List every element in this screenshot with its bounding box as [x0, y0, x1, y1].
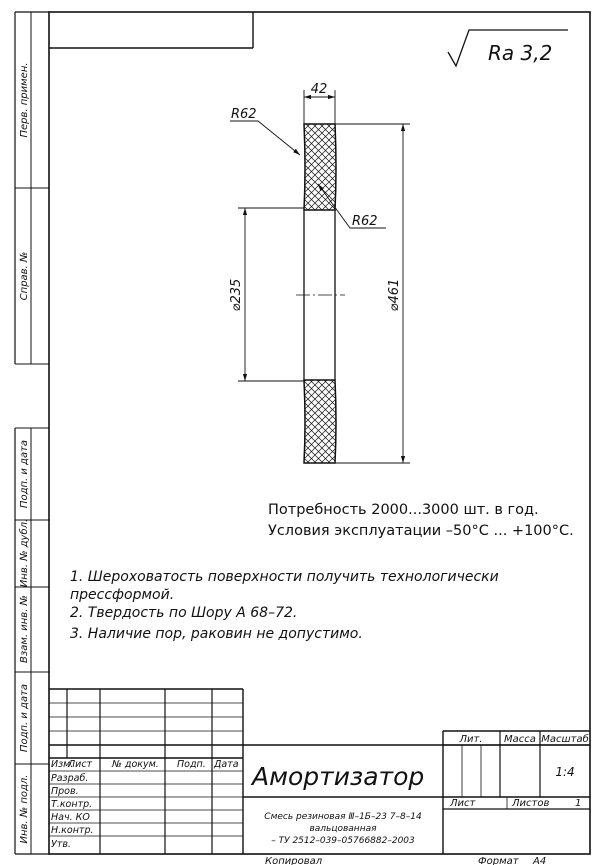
dim-inner-diameter: ⌀235 [229, 279, 244, 312]
footer-kopiroval: Копировал [265, 856, 323, 865]
footer-format-value: А4 [532, 856, 546, 865]
note-line-3: 2. Твердость по Шору А 68–72. [70, 605, 297, 621]
requirement-line-1: Потребность 2000...3000 шт. в год. [268, 502, 539, 518]
label-listov: Листов [511, 798, 549, 809]
roughness-symbol: Ra 3,2 [447, 29, 568, 68]
side-label-perv-primen: Перв. примен. [19, 62, 30, 137]
listov-value: 1 [575, 798, 581, 809]
scale-value: 1:4 [555, 765, 574, 779]
label-lit: Лит. [458, 734, 482, 745]
material-line-1: Смесь резиновая Ⅲ–1Б–23 7–8–14 [264, 812, 422, 822]
side-stamp: Перв. примен. Справ. № Подп. и дата Инв.… [18, 62, 30, 843]
requirement-line-2: Условия эксплуатации –50°С ... +100°С. [268, 523, 574, 539]
dim-outer-diameter: ⌀461 [387, 279, 402, 312]
material-line-2: вальцованная [309, 824, 377, 834]
col-data: Дата [213, 759, 239, 770]
dimension-labels: 42 R62 R62 ⌀235 ⌀461 [229, 82, 402, 311]
col-list: Лист [67, 759, 93, 770]
upper-section-hatch [303, 123, 337, 211]
footer-format-label: Формат [478, 856, 520, 865]
col-podp: Подп. [177, 759, 206, 770]
col-dokum: № докум. [111, 759, 159, 770]
row-razrab: Разраб. [51, 773, 88, 784]
side-label-podp-data-1: Подп. и дата [19, 440, 30, 508]
title-block-text: Изм. Лист № докум. Подп. Дата Разраб. Пр… [51, 733, 589, 850]
row-tkontr: Т.контр. [51, 799, 92, 810]
requirements: Потребность 2000...3000 шт. в год. Услов… [268, 502, 574, 539]
dim-width-42: 42 [311, 82, 328, 97]
note-line-1: 1. Шероховатость поверхности получить те… [70, 569, 499, 585]
side-label-inv-podl: Инв. № подл. [19, 775, 30, 844]
footer: Копировал Формат А4 [265, 856, 546, 865]
label-list: Лист [449, 798, 477, 809]
note-line-4: 3. Наличие пор, раковин не допустимо. [70, 626, 363, 642]
side-label-podp-data-2: Подп. и дата [19, 684, 30, 752]
title-block [49, 688, 590, 854]
row-prov: Пров. [51, 786, 79, 797]
row-nkontr: Н.контр. [51, 825, 94, 836]
sheet-frame [14, 11, 591, 855]
side-label-inv-dubl: Инв. № дубл. [18, 519, 30, 587]
label-massa: Масса [504, 734, 536, 745]
roughness-value: Ra 3,2 [488, 41, 552, 65]
row-nach-ko: Нач. КО [51, 812, 90, 823]
side-label-sprav-no: Справ. № [19, 252, 30, 301]
note-line-2: прессформой. [70, 587, 174, 603]
row-utv: Утв. [51, 839, 71, 850]
part-section-view [296, 123, 345, 464]
col-izm: Изм. [51, 759, 73, 770]
dimensions [230, 90, 410, 464]
label-masshtab: Масштаб [541, 733, 589, 745]
technical-notes: 1. Шероховатость поверхности получить те… [70, 569, 499, 642]
side-label-vzam-inv: Взам. инв. № [19, 595, 30, 663]
part-name: Амортизатор [250, 762, 424, 791]
lower-section-hatch [303, 379, 337, 464]
dim-radius-top: R62 [231, 107, 257, 122]
material-line-3: – ТУ 2512–039–05766882–2003 [271, 836, 415, 846]
dim-radius-side: R62 [352, 214, 378, 229]
